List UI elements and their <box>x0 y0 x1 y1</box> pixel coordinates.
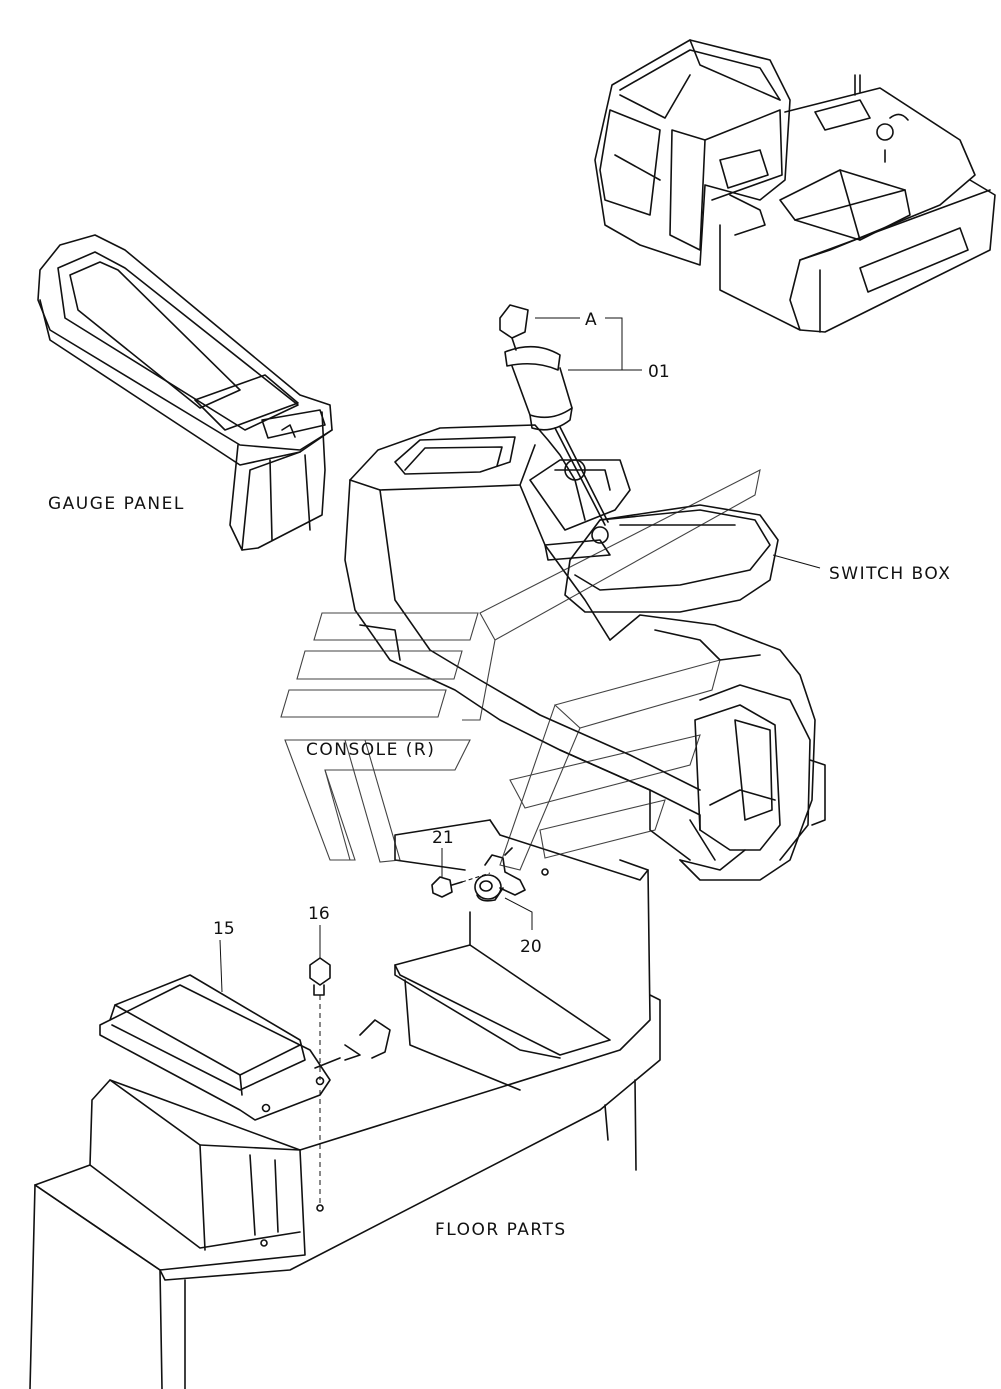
gauge-panel-part <box>37 234 333 551</box>
callout-15: 15 <box>213 919 235 939</box>
label-switch-box: SWITCH BOX <box>829 564 951 584</box>
floor-parts <box>29 819 661 1389</box>
console-r-part <box>344 424 826 881</box>
callout-20: 20 <box>520 937 542 957</box>
watermark-logo <box>280 468 761 871</box>
label-floor-parts: FLOOR PARTS <box>435 1220 567 1240</box>
callout-01: 01 <box>648 362 670 382</box>
label-gauge-panel: GAUGE PANEL <box>48 494 185 514</box>
leader-lines <box>219 317 821 993</box>
machine-overview <box>594 39 996 333</box>
callout-a: A <box>585 310 597 330</box>
key-switch-part <box>499 304 609 526</box>
parts-20-21 <box>431 847 526 902</box>
callout-16: 16 <box>308 904 330 924</box>
callout-21: 21 <box>432 828 454 848</box>
label-console-r: CONSOLE (R) <box>306 740 435 760</box>
